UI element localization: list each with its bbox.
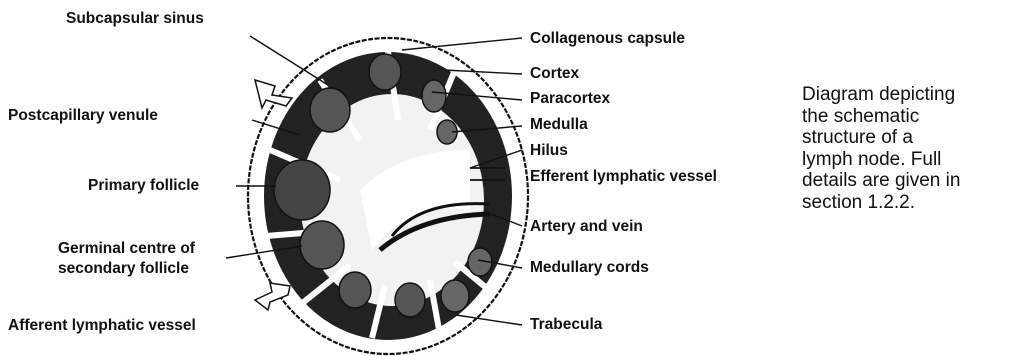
- label-germinal-centre-line1: Germinal centre of: [58, 240, 195, 258]
- label-postcapillary-venule: Postcapillary venule: [8, 107, 158, 125]
- caption-line: the schematic: [802, 106, 1002, 128]
- label-primary-follicle: Primary follicle: [88, 177, 199, 195]
- figure-caption: Diagram depicting the schematic structur…: [802, 84, 1002, 213]
- label-subcapsular-sinus: Subcapsular sinus: [66, 10, 204, 28]
- label-medulla: Medulla: [530, 116, 588, 134]
- primary-follicle: [274, 160, 330, 220]
- caption-line: Diagram depicting: [802, 84, 1002, 106]
- label-afferent-lymphatic-vessel: Afferent lymphatic vessel: [8, 317, 196, 335]
- label-paracortex: Paracortex: [530, 90, 610, 108]
- label-efferent-lymphatic-vessel: Efferent lymphatic vessel: [530, 168, 717, 186]
- caption-line: lymph node. Full: [802, 149, 1002, 171]
- label-collagenous-capsule: Collagenous capsule: [530, 30, 685, 48]
- caption-line: details are given in: [802, 170, 1002, 192]
- label-hilus: Hilus: [530, 142, 568, 160]
- label-trabecula: Trabecula: [530, 316, 602, 334]
- label-germinal-centre-line2: secondary follicle: [58, 260, 189, 278]
- label-cortex: Cortex: [530, 65, 579, 83]
- label-artery-and-vein: Artery and vein: [530, 218, 643, 236]
- label-medullary-cords: Medullary cords: [530, 259, 649, 277]
- caption-line: structure of a: [802, 127, 1002, 149]
- caption-line: section 1.2.2.: [802, 192, 1002, 214]
- germinal-centre-follicle: [300, 221, 344, 269]
